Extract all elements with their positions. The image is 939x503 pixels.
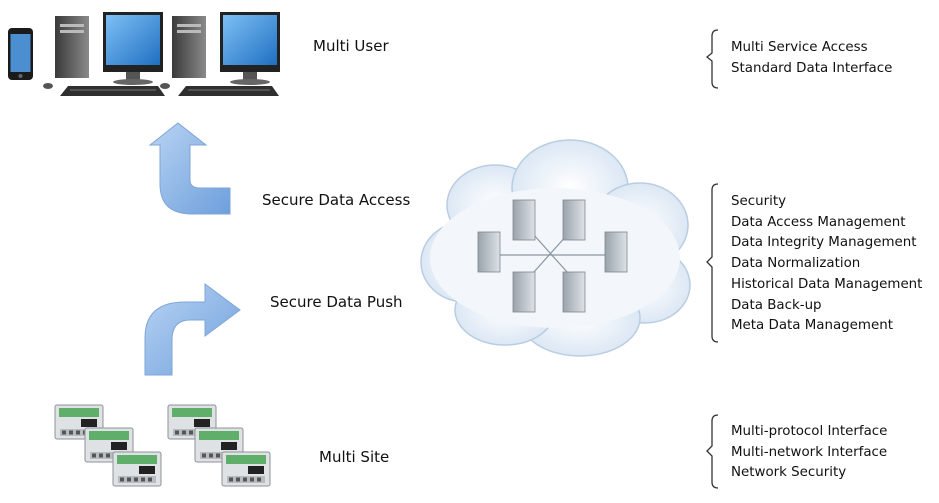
feature-item: Multi-network Interface	[731, 444, 888, 460]
feature-item: Data Back-up	[731, 297, 822, 313]
feature-item: Data Access Management	[731, 214, 906, 230]
feature-item: Multi Service Access	[731, 40, 868, 55]
secure-data-access-label: Secure Data Access	[262, 191, 411, 209]
arrow-icon	[148, 122, 231, 215]
arrow-icon	[144, 283, 241, 376]
field-device-icon	[221, 451, 271, 487]
smartphone-icon	[8, 28, 33, 80]
feature-item: Data Normalization	[731, 256, 861, 272]
feature-item: Meta Data Management	[731, 318, 893, 334]
field-device-icon	[112, 451, 162, 487]
feature-item: Network Security	[731, 465, 847, 481]
feature-item: Standard Data Interface	[731, 60, 893, 76]
cloud-icon	[420, 139, 691, 357]
field-device-icon	[54, 404, 271, 487]
multi-user-label: Multi User	[313, 37, 389, 55]
secure-data-push-label: Secure Data Push	[270, 293, 403, 311]
cloud-features-list: Security Data Access Management Data Int…	[731, 192, 922, 337]
feature-item: Security	[731, 194, 786, 209]
user-features-list: Multi Service Access Standard Data Inter…	[731, 38, 892, 79]
server-icon	[477, 199, 628, 313]
feature-item: Multi-protocol Interface	[731, 424, 888, 439]
desktop-computer-icon	[160, 12, 280, 96]
feature-item: Historical Data Management	[731, 276, 923, 292]
braces	[705, 29, 719, 489]
multi-site-label: Multi Site	[319, 448, 390, 466]
feature-item: Data Integrity Management	[731, 235, 917, 251]
desktop-computer-icon	[43, 12, 165, 96]
site-features-list: Multi-protocol Interface Multi-network I…	[731, 422, 887, 484]
